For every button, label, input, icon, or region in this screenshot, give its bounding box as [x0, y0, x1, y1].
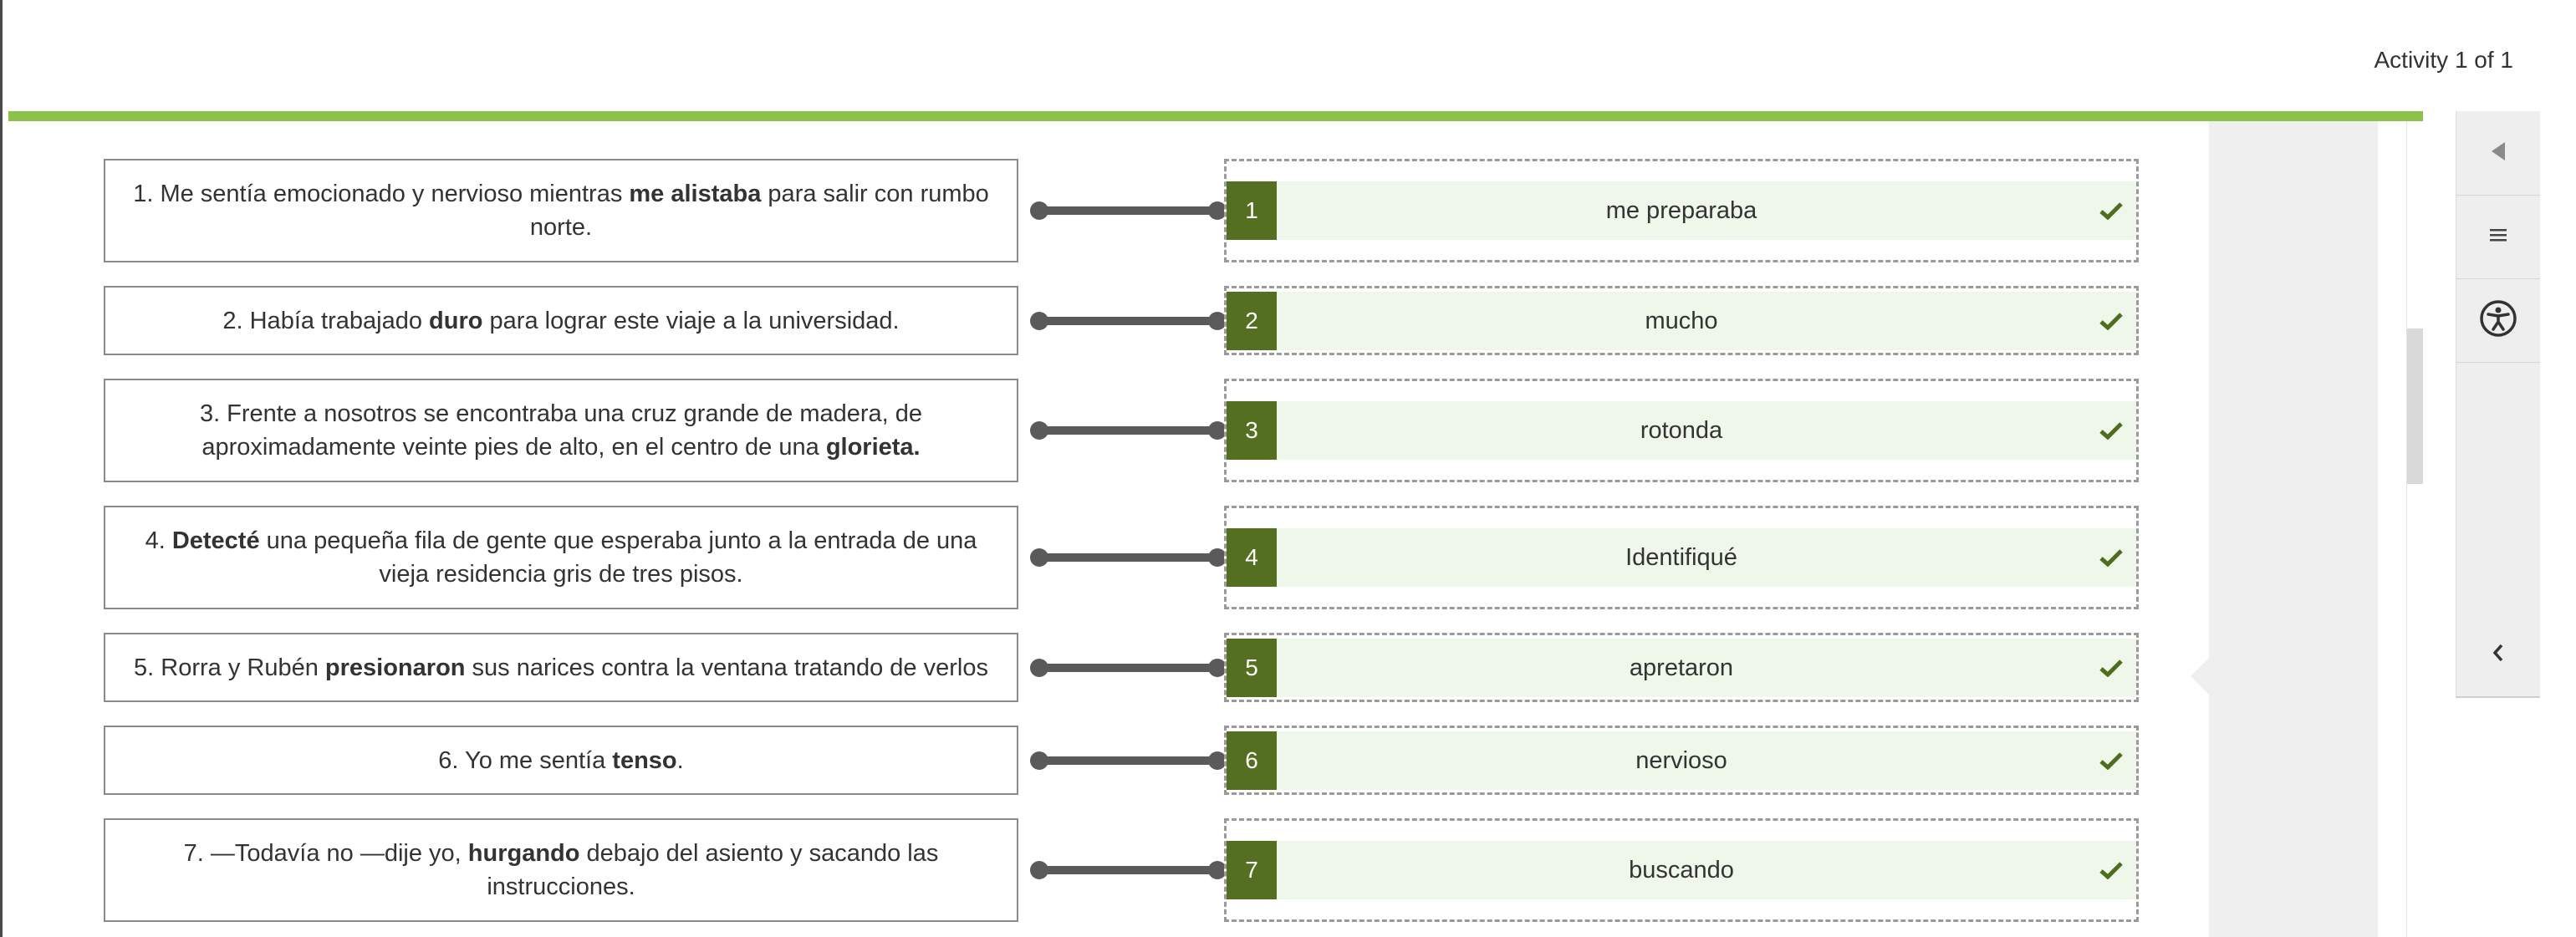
answer-drop-zone[interactable]: 2 mucho: [1224, 286, 2139, 355]
answer-drop-zone[interactable]: 5 apretaron: [1224, 633, 2139, 702]
prompt-card: 1. Me sentía emocionado y nervioso mient…: [104, 159, 1018, 262]
scrollbar-thumb[interactable]: [2407, 328, 2423, 484]
prompt-card: 2. Había trabajado duro para lograr este…: [104, 286, 1018, 355]
answer-drop-zone[interactable]: 6 nervioso: [1224, 726, 2139, 795]
answer-drop-zone[interactable]: 3 rotonda: [1224, 379, 2139, 482]
number-badge: 3: [1227, 401, 1277, 460]
connector-line[interactable]: [1029, 547, 1227, 568]
answer-text: rotonda: [1640, 416, 1723, 444]
prompt-card: 3. Frente a nosotros se encontraba una c…: [104, 379, 1018, 482]
check-icon: [2086, 312, 2136, 330]
connector-line[interactable]: [1029, 201, 1227, 221]
prompt-text: 6. Yo me sentía tenso.: [438, 746, 684, 774]
number-badge: 6: [1227, 731, 1277, 790]
number-badge: 1: [1227, 181, 1277, 240]
check-icon: [2086, 201, 2136, 220]
connector-line[interactable]: [1029, 311, 1227, 331]
accessibility-button[interactable]: [2456, 278, 2540, 363]
connector-line[interactable]: [1029, 860, 1227, 880]
connector-line[interactable]: [1029, 658, 1227, 678]
connector-line[interactable]: [1029, 751, 1227, 771]
prompt-text: 1. Me sentía emocionado y nervioso mient…: [133, 181, 989, 241]
check-icon: [2086, 421, 2136, 440]
matching-area: 1. Me sentía emocionado y nervioso mient…: [8, 121, 2209, 937]
collapse-button[interactable]: [2456, 111, 2540, 196]
prompt-text: 7. —Todavía no —dije yo, hurgando debajo…: [183, 840, 939, 900]
tool-sidebar: [2456, 111, 2540, 698]
answer-chip[interactable]: 3 rotonda: [1227, 401, 2136, 460]
answer-drop-zone[interactable]: 7 buscando: [1224, 818, 2139, 922]
answer-chip[interactable]: 5 apretaron: [1227, 639, 2136, 697]
answer-drop-zone[interactable]: 1 me preparaba: [1224, 159, 2139, 262]
accessibility-icon: [2479, 299, 2517, 342]
number-badge: 2: [1227, 292, 1277, 350]
prompt-card: 6. Yo me sentía tenso.: [104, 726, 1018, 795]
chevron-left-icon: [2492, 643, 2505, 667]
answer-drop-zone[interactable]: 4 Identifiqué: [1224, 506, 2139, 609]
side-panel: [2209, 121, 2378, 937]
window-edge: [0, 0, 3, 937]
prompt-text: 3. Frente a nosotros se encontraba una c…: [199, 400, 923, 461]
answer-chip[interactable]: 2 mucho: [1227, 292, 2136, 350]
check-icon: [2086, 659, 2136, 677]
progress-bar: [8, 111, 2423, 121]
prompt-card: 5. Rorra y Rubén presionaron sus narices…: [104, 633, 1018, 702]
number-badge: 5: [1227, 639, 1277, 697]
answer-text: nervioso: [1635, 746, 1727, 774]
expand-panel-button[interactable]: [2456, 613, 2540, 696]
answer-text: Identifiqué: [1625, 543, 1737, 571]
answer-chip[interactable]: 7 buscando: [1227, 841, 2136, 899]
prompt-text: 4. Detecté una pequeña fila de gente que…: [145, 527, 977, 588]
check-icon: [2086, 548, 2136, 567]
menu-button[interactable]: [2456, 195, 2540, 279]
check-icon: [2086, 751, 2136, 770]
connector-line[interactable]: [1029, 420, 1227, 440]
answer-chip[interactable]: 6 nervioso: [1227, 731, 2136, 790]
scrollbar-track[interactable]: [2406, 121, 2424, 937]
check-icon: [2086, 861, 2136, 879]
prompt-text: 5. Rorra y Rubén presionaron sus narices…: [134, 654, 988, 681]
activity-counter: Activity 1 of 1: [2374, 47, 2513, 73]
answer-chip[interactable]: 4 Identifiqué: [1227, 528, 2136, 587]
answer-chip[interactable]: 1 me preparaba: [1227, 181, 2136, 240]
prompt-card: 7. —Todavía no —dije yo, hurgando debajo…: [104, 818, 1018, 922]
number-badge: 7: [1227, 841, 1277, 899]
menu-icon: [2488, 227, 2508, 247]
prompt-text: 2. Había trabajado duro para lograr este…: [222, 307, 900, 334]
answer-text: apretaron: [1629, 654, 1734, 681]
answer-text: buscando: [1629, 856, 1734, 884]
triangle-left-icon: [2490, 140, 2507, 166]
prompt-card: 4. Detecté una pequeña fila de gente que…: [104, 506, 1018, 609]
number-badge: 4: [1227, 528, 1277, 587]
panel-pointer: [2191, 658, 2209, 695]
answer-text: mucho: [1645, 307, 1718, 334]
answer-text: me preparaba: [1605, 196, 1757, 224]
